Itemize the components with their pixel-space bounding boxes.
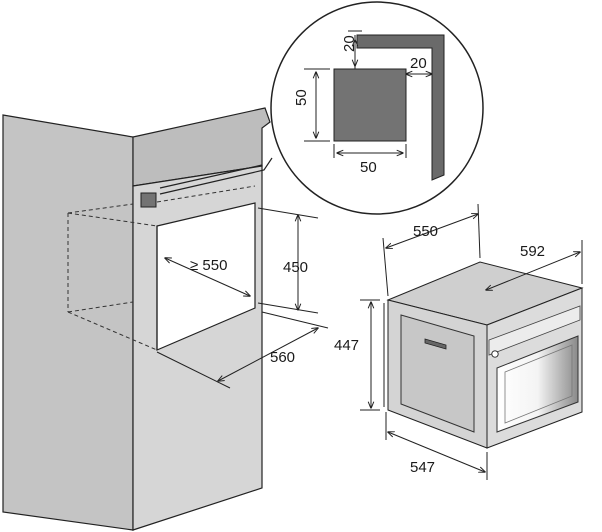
detail-50-bottom-label: 50 <box>360 159 377 176</box>
vent-square <box>140 192 157 208</box>
detail-20-right-label: 20 <box>410 55 427 72</box>
oven <box>383 261 584 449</box>
detail-callout <box>159 1 484 215</box>
niche-width-label: 560 <box>270 349 295 366</box>
oven-knob <box>491 350 499 358</box>
detail-20-top-label: 20 <box>341 35 358 52</box>
niche-dimensions <box>156 207 329 389</box>
cabinet-side-face <box>2 114 134 531</box>
detail-square <box>333 68 407 142</box>
oven-depth-label: 550 <box>413 223 438 240</box>
detail-dimensions <box>304 30 432 158</box>
oven-control-panel <box>488 305 581 356</box>
oven-window-inner <box>504 344 573 424</box>
cabinet <box>2 107 271 531</box>
niche-hidden-lines <box>67 185 256 351</box>
detail-50-left-label: 50 <box>293 89 310 106</box>
oven-height-label: 447 <box>334 337 359 354</box>
oven-dimensions <box>360 203 583 480</box>
oven-width-label: 592 <box>520 243 545 260</box>
niche-height-label: 450 <box>283 259 308 276</box>
niche-depth-label: ≥ 550 <box>190 257 227 274</box>
oven-side-handle <box>424 338 447 350</box>
oven-window <box>496 335 579 433</box>
oven-front-width-label: 547 <box>410 459 435 476</box>
